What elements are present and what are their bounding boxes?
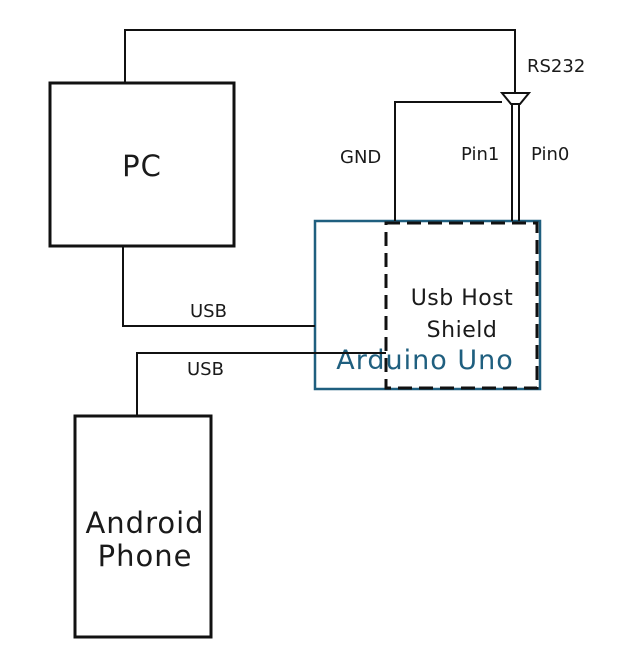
usb-host-shield-box [384, 221, 539, 390]
pin0-label: Pin0 [531, 144, 569, 165]
gnd-label: GND [340, 147, 381, 168]
rs232-label: RS232 [527, 56, 585, 77]
pc-box [48, 81, 236, 248]
rs232-wire [124, 29, 516, 93]
pc-label: PC [122, 149, 162, 183]
usb-pc-label: USB [190, 301, 227, 322]
usb-phone-wire [136, 352, 386, 416]
usb-pc-wire [122, 246, 315, 327]
android-label-line1: Android [85, 506, 204, 540]
pin1-label: Pin1 [461, 144, 499, 165]
shield-label-line1: Usb Host [411, 286, 514, 311]
usb-phone-label: USB [187, 359, 224, 380]
rs232-connector-icon [499, 92, 532, 105]
gnd-wire [394, 101, 502, 221]
android-label-line2: Phone [98, 539, 193, 573]
android-phone-box [73, 414, 213, 639]
shield-label-line2: Shield [427, 318, 498, 343]
arduino-uno-label: Arduino Uno [336, 345, 513, 376]
